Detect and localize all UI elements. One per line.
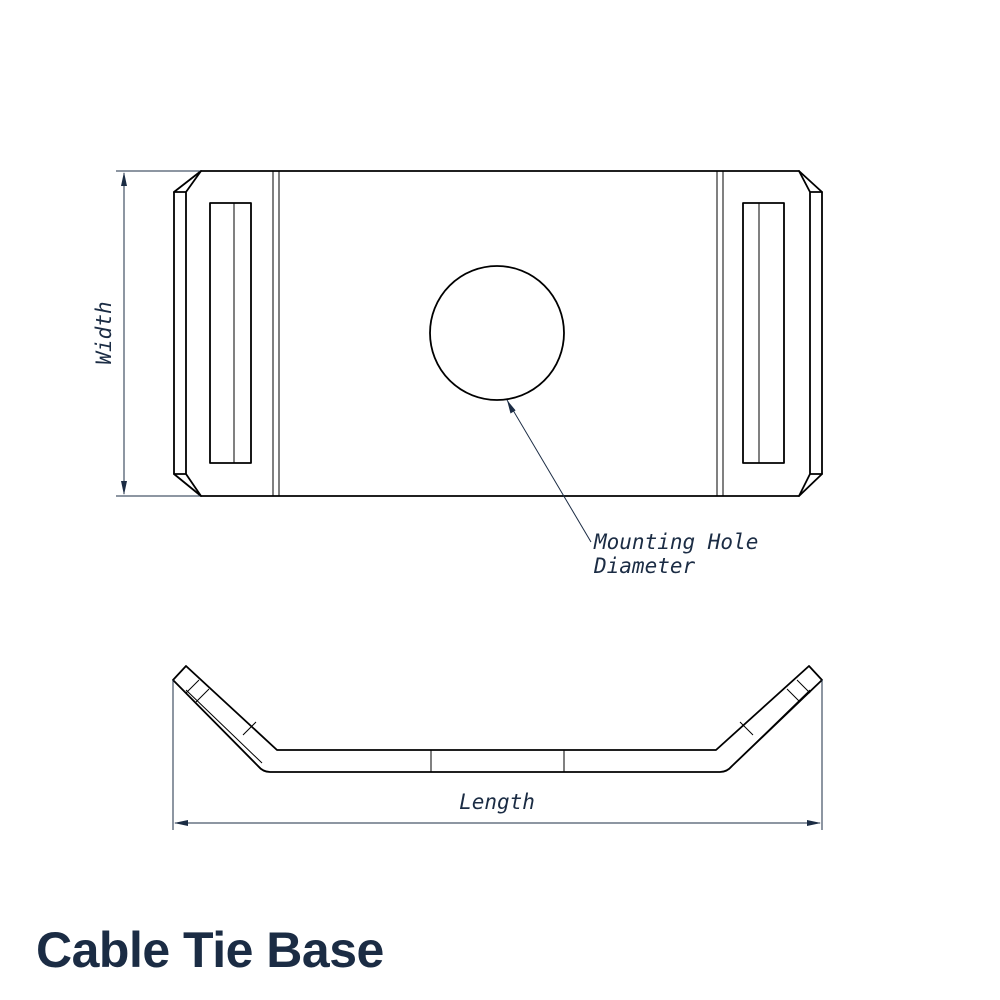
side-right-bend-tick [739, 721, 754, 736]
length-arrow-right [807, 820, 821, 826]
left-tie-slot [209, 202, 252, 464]
length-dimension: Length [172, 680, 823, 830]
side-left-tip-mark-1 [185, 679, 200, 694]
mounting-hole [429, 265, 565, 401]
length-label: Length [459, 790, 535, 814]
length-arrow-left [174, 820, 188, 826]
page-title: Cable Tie Base [36, 922, 384, 978]
width-label: Width [92, 301, 116, 364]
side-left-tip-mark-2 [195, 688, 210, 703]
right-tie-slot [742, 202, 785, 464]
side-right-tip-mark-1 [796, 679, 811, 694]
left-flange-edge [173, 170, 202, 497]
width-arrow-top [121, 172, 127, 186]
top-view-outline [173, 170, 823, 497]
mounting-hole-leader [506, 399, 592, 543]
mounting-hole-callout: Mounting Hole Diameter [506, 399, 758, 578]
mounting-hole-leader-arrow [507, 400, 516, 414]
width-dimension: Width [92, 170, 200, 497]
top-view [173, 170, 823, 497]
side-view-outline [172, 665, 823, 773]
mounting-hole-label-line2: Diameter [593, 554, 696, 578]
mounting-hole-label-line1: Mounting Hole [593, 530, 758, 554]
side-left-bend-tick [242, 721, 257, 736]
side-left-flange-inner [185, 689, 263, 764]
side-right-flange-inner [734, 689, 811, 764]
width-arrow-bottom [121, 481, 127, 495]
side-view [172, 665, 823, 773]
side-right-tip-mark-2 [786, 688, 801, 703]
right-flange-edge [798, 170, 823, 497]
